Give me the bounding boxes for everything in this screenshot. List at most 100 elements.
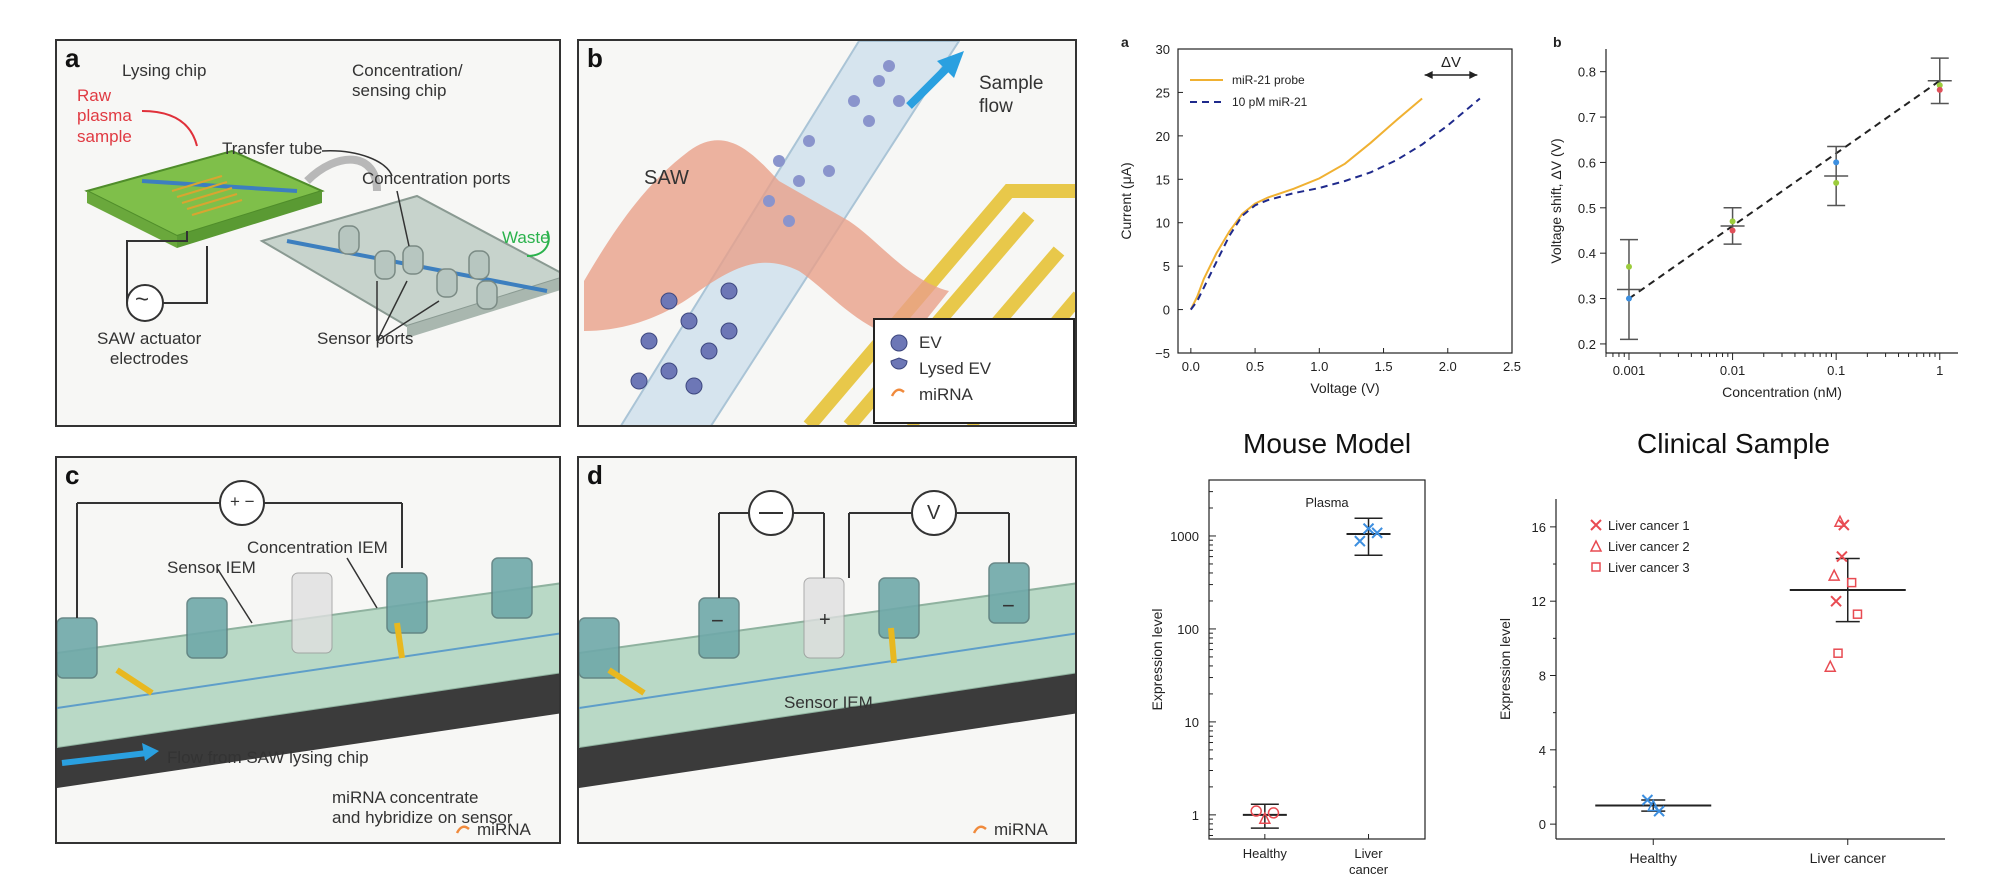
mouse-chart-point (1250, 805, 1262, 817)
mouse-chart-xtick-label: cancer (1349, 862, 1389, 877)
chart-b-point (1729, 227, 1736, 234)
mouse-chart-xtick-label: Liver (1354, 846, 1383, 861)
legend-mirna-label: miRNA (919, 385, 973, 404)
panel-c: c + − Concentration IEM Sensor IEM Flow … (55, 456, 561, 844)
voltmeter-label: V (927, 502, 941, 524)
chart-b-xtick-label: 0.01 (1720, 363, 1745, 378)
chart-b-point (1936, 86, 1943, 93)
ac-symbol: ~ (135, 286, 150, 313)
chart-b-fit-line (1628, 79, 1941, 300)
clinical-chart-point (1833, 514, 1847, 528)
chart-a-legend-label: miR-21 probe (1232, 73, 1305, 87)
chart-a-ytick-label: −5 (1155, 346, 1170, 361)
mouse-chart-ylabel: Expression level (1149, 609, 1165, 711)
chart-a-xtick-label: 0.0 (1182, 359, 1200, 374)
mouse-chart-point (1371, 527, 1383, 539)
chart-a-series-line (1189, 97, 1423, 311)
clinical-chart-point (1641, 794, 1654, 806)
panel-d-sensor-iem-label: Sensor IEM (784, 693, 873, 712)
clinical-chart-ytick-label: 16 (1532, 520, 1546, 535)
chart-a-ytick-label: 5 (1163, 259, 1170, 274)
chart-b-point (1625, 263, 1632, 270)
mouse-chart-ytick-label: 1 (1192, 808, 1199, 823)
plus-label: + (819, 609, 831, 631)
panel-a-label: a (65, 43, 80, 73)
sample-flow-label: Sample flow (979, 73, 1044, 117)
waste-label: Waste (502, 228, 550, 247)
chart-a-ylabel: Current (μA) (1118, 162, 1134, 239)
chart-a-ytick-label: 25 (1156, 85, 1170, 100)
panel-b: b SAW Sample flow EV Lysed EV miRNA (577, 39, 1077, 427)
chart-a-ytick-label: 0 (1163, 303, 1170, 318)
clinical-chart-point (1653, 805, 1665, 817)
lysing-chip-label: Lysing chip (122, 61, 207, 80)
clinical-chart-legend-label: Liver cancer 1 (1608, 518, 1690, 533)
clinical-chart-ytick-label: 4 (1539, 743, 1546, 758)
clinical-chart-legend-marker (1589, 539, 1603, 552)
chart-a-xtick-label: 1.0 (1310, 359, 1328, 374)
clinical-chart-ytick-label: 8 (1539, 669, 1546, 684)
chart-b-ytick-label: 0.6 (1578, 155, 1596, 170)
chart-a-deltav-label: ΔV (1441, 54, 1461, 71)
concentration-iem-label: Concentration IEM (247, 538, 388, 557)
chart-b-ytick-label: 0.5 (1578, 201, 1596, 216)
chart-b-xtick-label: 0.1 (1827, 363, 1845, 378)
mouse-chart-point (1258, 811, 1272, 824)
mouse-chart-frame (1208, 479, 1426, 840)
clinical-chart-legend-marker (1590, 519, 1602, 531)
chart-b-ytick-label: 0.4 (1578, 246, 1596, 261)
chart-b-xtick-label: 1 (1936, 363, 1943, 378)
chart-b-point (1833, 179, 1840, 186)
clinical-chart-xtick-label: Healthy (1630, 850, 1677, 866)
raw-sample-label: Raw plasma sample (77, 86, 132, 146)
chart-a-xtick-label: 1.5 (1374, 359, 1392, 374)
chart-b-ytick-label: 0.8 (1578, 65, 1596, 80)
panel-c-illustration (57, 480, 559, 834)
mouse-chart-point (1362, 522, 1375, 535)
chart-b-point (1625, 295, 1632, 302)
panel-c-mirna-label: miRNA (477, 820, 531, 839)
chart-a-xtick-label: 2.0 (1439, 359, 1457, 374)
clinical-chart-point (1846, 577, 1857, 588)
panel-d-illustration (579, 490, 1075, 834)
chart-b-point (1833, 159, 1840, 166)
transfer-tube-label: Transfer tube (222, 139, 323, 158)
panel-d-mirna-label: miRNA (994, 820, 1048, 839)
saw-actuator-label: SAW actuator electrodes (97, 329, 202, 369)
clinical-chart-point (1833, 648, 1843, 658)
chart-a-xtick-label: 0.5 (1246, 359, 1264, 374)
clinical-chart-legend-marker (1591, 562, 1601, 572)
chart-a-frame (1177, 48, 1513, 354)
mirna-concentrate-label: miRNA concentrate and hybridize on senso… (332, 788, 513, 828)
panel-a: a Lysing chip Concentration/ sensing chi… (55, 39, 561, 427)
chart-b-ylabel: Voltage shift, ΔV (V) (1548, 138, 1564, 263)
mouse-model-title: Mouse Model (1243, 428, 1412, 459)
plusminus-label: + − (230, 492, 255, 511)
chart-a-deltav-head-right (1469, 71, 1478, 80)
clinical-chart-ytick-label: 0 (1539, 817, 1546, 832)
mouse-chart-ytick-label: 1000 (1170, 529, 1199, 544)
legend-lysed-label: Lysed EV (919, 359, 992, 378)
panel-c-label: c (65, 460, 80, 490)
chart-b-xlabel: Concentration (nM) (1722, 384, 1842, 400)
mouse-chart-ytick-label: 10 (1185, 715, 1199, 730)
panel-a-illustration (84, 110, 559, 342)
concentration-chip-label: Concentration/ sensing chip (352, 61, 463, 101)
sensor-iem-label: Sensor IEM (167, 558, 256, 577)
mouse-chart-point (1267, 807, 1280, 819)
chart-b-ytick-label: 0.3 (1578, 292, 1596, 307)
clinical-chart-legend-label: Liver cancer 3 (1608, 560, 1690, 575)
chart-b-point (1729, 218, 1736, 225)
clinical-chart-legend-label: Liver cancer 2 (1608, 539, 1690, 554)
chart-b-ytick-label: 0.2 (1578, 337, 1596, 352)
mouse-chart-ytick-label: 100 (1177, 622, 1199, 637)
chart-a-legend-label: 10 pM miR-21 (1232, 95, 1308, 109)
chart-a-ytick-label: 30 (1156, 42, 1170, 57)
chart-b-ytick-label: 0.7 (1578, 110, 1596, 125)
chart-a-ytick-label: 10 (1156, 216, 1170, 231)
chart-b-panel-label: b (1553, 34, 1562, 50)
panel-d: d V − + − Sensor IEM miRNA (577, 456, 1077, 844)
clinical-chart-ylabel: Expression level (1497, 618, 1513, 720)
chart-a-deltav-head-left (1424, 71, 1433, 80)
